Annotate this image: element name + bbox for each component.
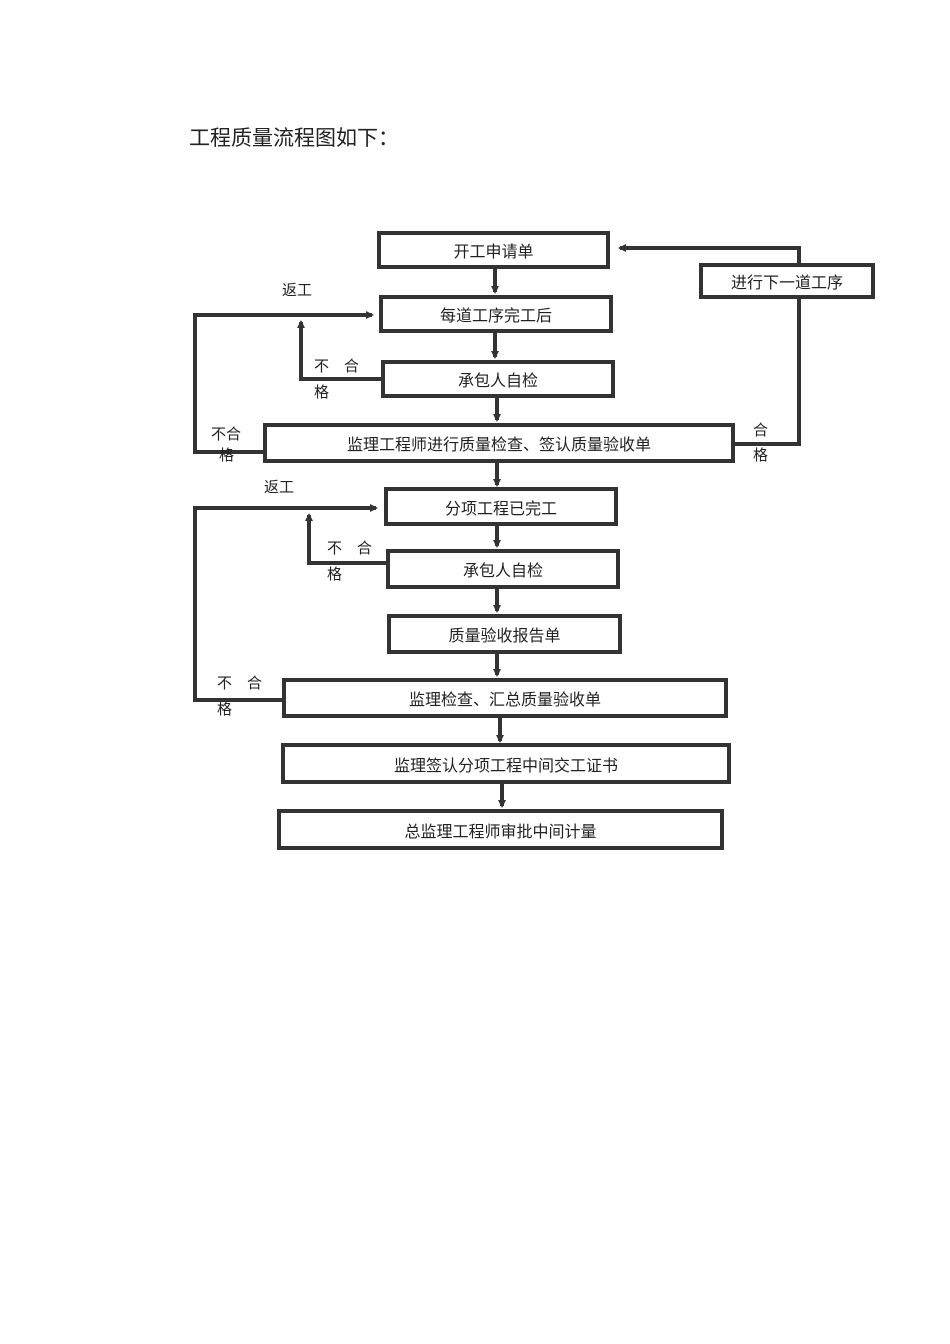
loop-fail-selfcheck-2 bbox=[305, 513, 387, 565]
label-rework-1: 返工 bbox=[282, 281, 313, 299]
node-each-process: 每道工序完工后 bbox=[379, 295, 613, 333]
loop-fail-summary bbox=[193, 504, 378, 702]
node-kaigong: 开工申请单 bbox=[377, 231, 610, 269]
label-fail-4a: 不 合 bbox=[217, 674, 263, 692]
node-summary-check: 监理检查、汇总质量验收单 bbox=[282, 678, 728, 718]
label-pass-a: 合 bbox=[753, 421, 769, 439]
loop-fail-selfcheck-1 bbox=[297, 320, 382, 381]
node-sub-done: 分项工程已完工 bbox=[384, 487, 618, 526]
label-fail-1a: 不 合 bbox=[314, 357, 360, 375]
label-fail-1b: 格 bbox=[314, 383, 330, 401]
label-fail-2a: 不合 bbox=[211, 425, 242, 443]
page-title: 工程质量流程图如下： bbox=[189, 126, 399, 150]
loop-pass bbox=[735, 298, 801, 446]
label-fail-3b: 格 bbox=[327, 565, 343, 583]
label-rework-2: 返工 bbox=[264, 478, 295, 496]
node-approval: 总监理工程师审批中间计量 bbox=[277, 809, 724, 850]
node-self-check-1: 承包人自检 bbox=[381, 360, 615, 398]
node-report: 质量验收报告单 bbox=[387, 614, 622, 654]
node-certificate: 监理签认分项工程中间交工证书 bbox=[281, 743, 731, 784]
label-fail-2b: 格 bbox=[219, 446, 235, 464]
label-fail-3a: 不 合 bbox=[327, 539, 373, 557]
node-next-process: 进行下一道工序 bbox=[699, 263, 875, 299]
label-fail-4b: 格 bbox=[217, 700, 233, 718]
loop-fail-supervisor bbox=[193, 311, 374, 454]
label-pass-b: 格 bbox=[753, 446, 769, 464]
node-supervisor-check: 监理工程师进行质量检查、签认质量验收单 bbox=[263, 423, 735, 463]
node-self-check-2: 承包人自检 bbox=[386, 549, 620, 589]
loop-pass-top bbox=[618, 244, 801, 264]
